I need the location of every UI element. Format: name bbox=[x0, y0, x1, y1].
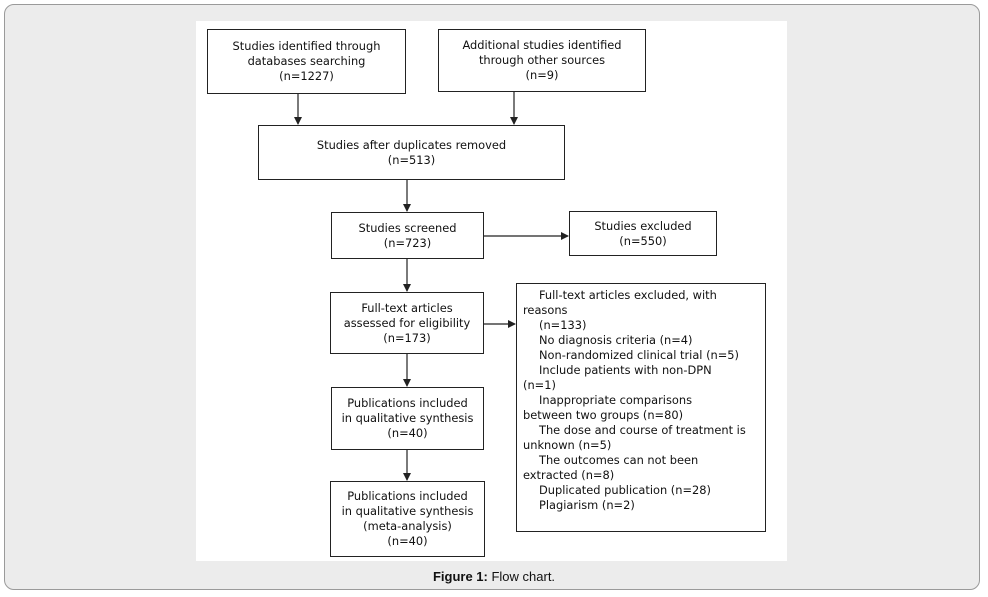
box-fulltext-assessed: Full-text articles assessed for eligibil… bbox=[330, 292, 484, 354]
box-line: (n=1227) bbox=[279, 69, 334, 83]
box-line: (n=40) bbox=[387, 534, 428, 548]
exclusion-reason-line: extracted (n=8) bbox=[523, 468, 615, 482]
exclusion-reason-line: (n=1) bbox=[523, 378, 556, 392]
box-line: databases searching bbox=[247, 54, 366, 68]
box-line: Full-text articles bbox=[361, 300, 453, 315]
box-qualitative-synthesis: Publications included in qualitative syn… bbox=[331, 387, 484, 450]
box-line: in qualitative synthesis bbox=[341, 411, 474, 425]
box-line: Studies after duplicates removed bbox=[316, 137, 507, 152]
box-identified-other: Additional studies identified through ot… bbox=[438, 29, 646, 92]
exclusion-reason-line: (n=133) bbox=[539, 318, 587, 332]
box-line: Studies excluded bbox=[594, 218, 692, 233]
figure-caption: Figure 1: Flow chart. bbox=[0, 569, 988, 584]
exclusion-reason-line: Full-text articles excluded, with bbox=[539, 288, 717, 302]
exclusion-reason-line: Inappropriate comparisons bbox=[539, 393, 693, 407]
box-line: (n=513) bbox=[387, 152, 436, 167]
exclusion-reason-line: The outcomes can not been bbox=[539, 453, 699, 467]
exclusion-reason-line: Include patients with non-DPN bbox=[539, 363, 712, 377]
box-line: (n=723) bbox=[383, 235, 432, 250]
box-line: in qualitative synthesis bbox=[341, 504, 474, 518]
box-line: assessed for eligibility bbox=[343, 315, 471, 330]
exclusion-reason-line: reasons bbox=[523, 303, 568, 317]
exclusion-reason-line: The dose and course of treatment is bbox=[539, 423, 746, 437]
box-line: Studies identified through bbox=[232, 39, 381, 53]
exclusion-reason-line: Duplicated publication (n=28) bbox=[539, 483, 711, 497]
caption-text: Flow chart. bbox=[487, 569, 556, 584]
box-excluded: Studies excluded (n=550) bbox=[569, 211, 717, 256]
box-line: Publications included bbox=[347, 396, 468, 410]
box-identified-databases: Studies identified through databases sea… bbox=[207, 29, 406, 94]
box-line: Publications included bbox=[347, 489, 468, 503]
box-line: through other sources bbox=[478, 53, 606, 67]
box-meta-analysis: Publications included in qualitative syn… bbox=[330, 481, 485, 557]
box-line: Studies screened bbox=[358, 220, 457, 235]
exclusion-reason-line: No diagnosis criteria (n=4) bbox=[539, 333, 693, 347]
box-line: (n=40) bbox=[387, 426, 428, 440]
box-line: (n=173) bbox=[383, 330, 431, 345]
box-line: (meta-analysis) bbox=[363, 519, 452, 533]
box-after-duplicates: Studies after duplicates removed (n=513) bbox=[258, 125, 565, 180]
exclusion-reason-line: unknown (n=5) bbox=[523, 438, 612, 452]
box-line: (n=9) bbox=[525, 68, 559, 82]
exclusion-reason-line: Non-randomized clinical trial (n=5) bbox=[539, 348, 739, 362]
exclusion-reason-line: Plagiarism (n=2) bbox=[539, 498, 635, 512]
caption-label: Figure 1: bbox=[432, 569, 488, 584]
box-line: (n=550) bbox=[619, 233, 667, 248]
exclusion-reason-line: between two groups (n=80) bbox=[523, 408, 684, 422]
box-line: Additional studies identified bbox=[462, 38, 622, 52]
box-screened: Studies screened (n=723) bbox=[331, 212, 484, 259]
